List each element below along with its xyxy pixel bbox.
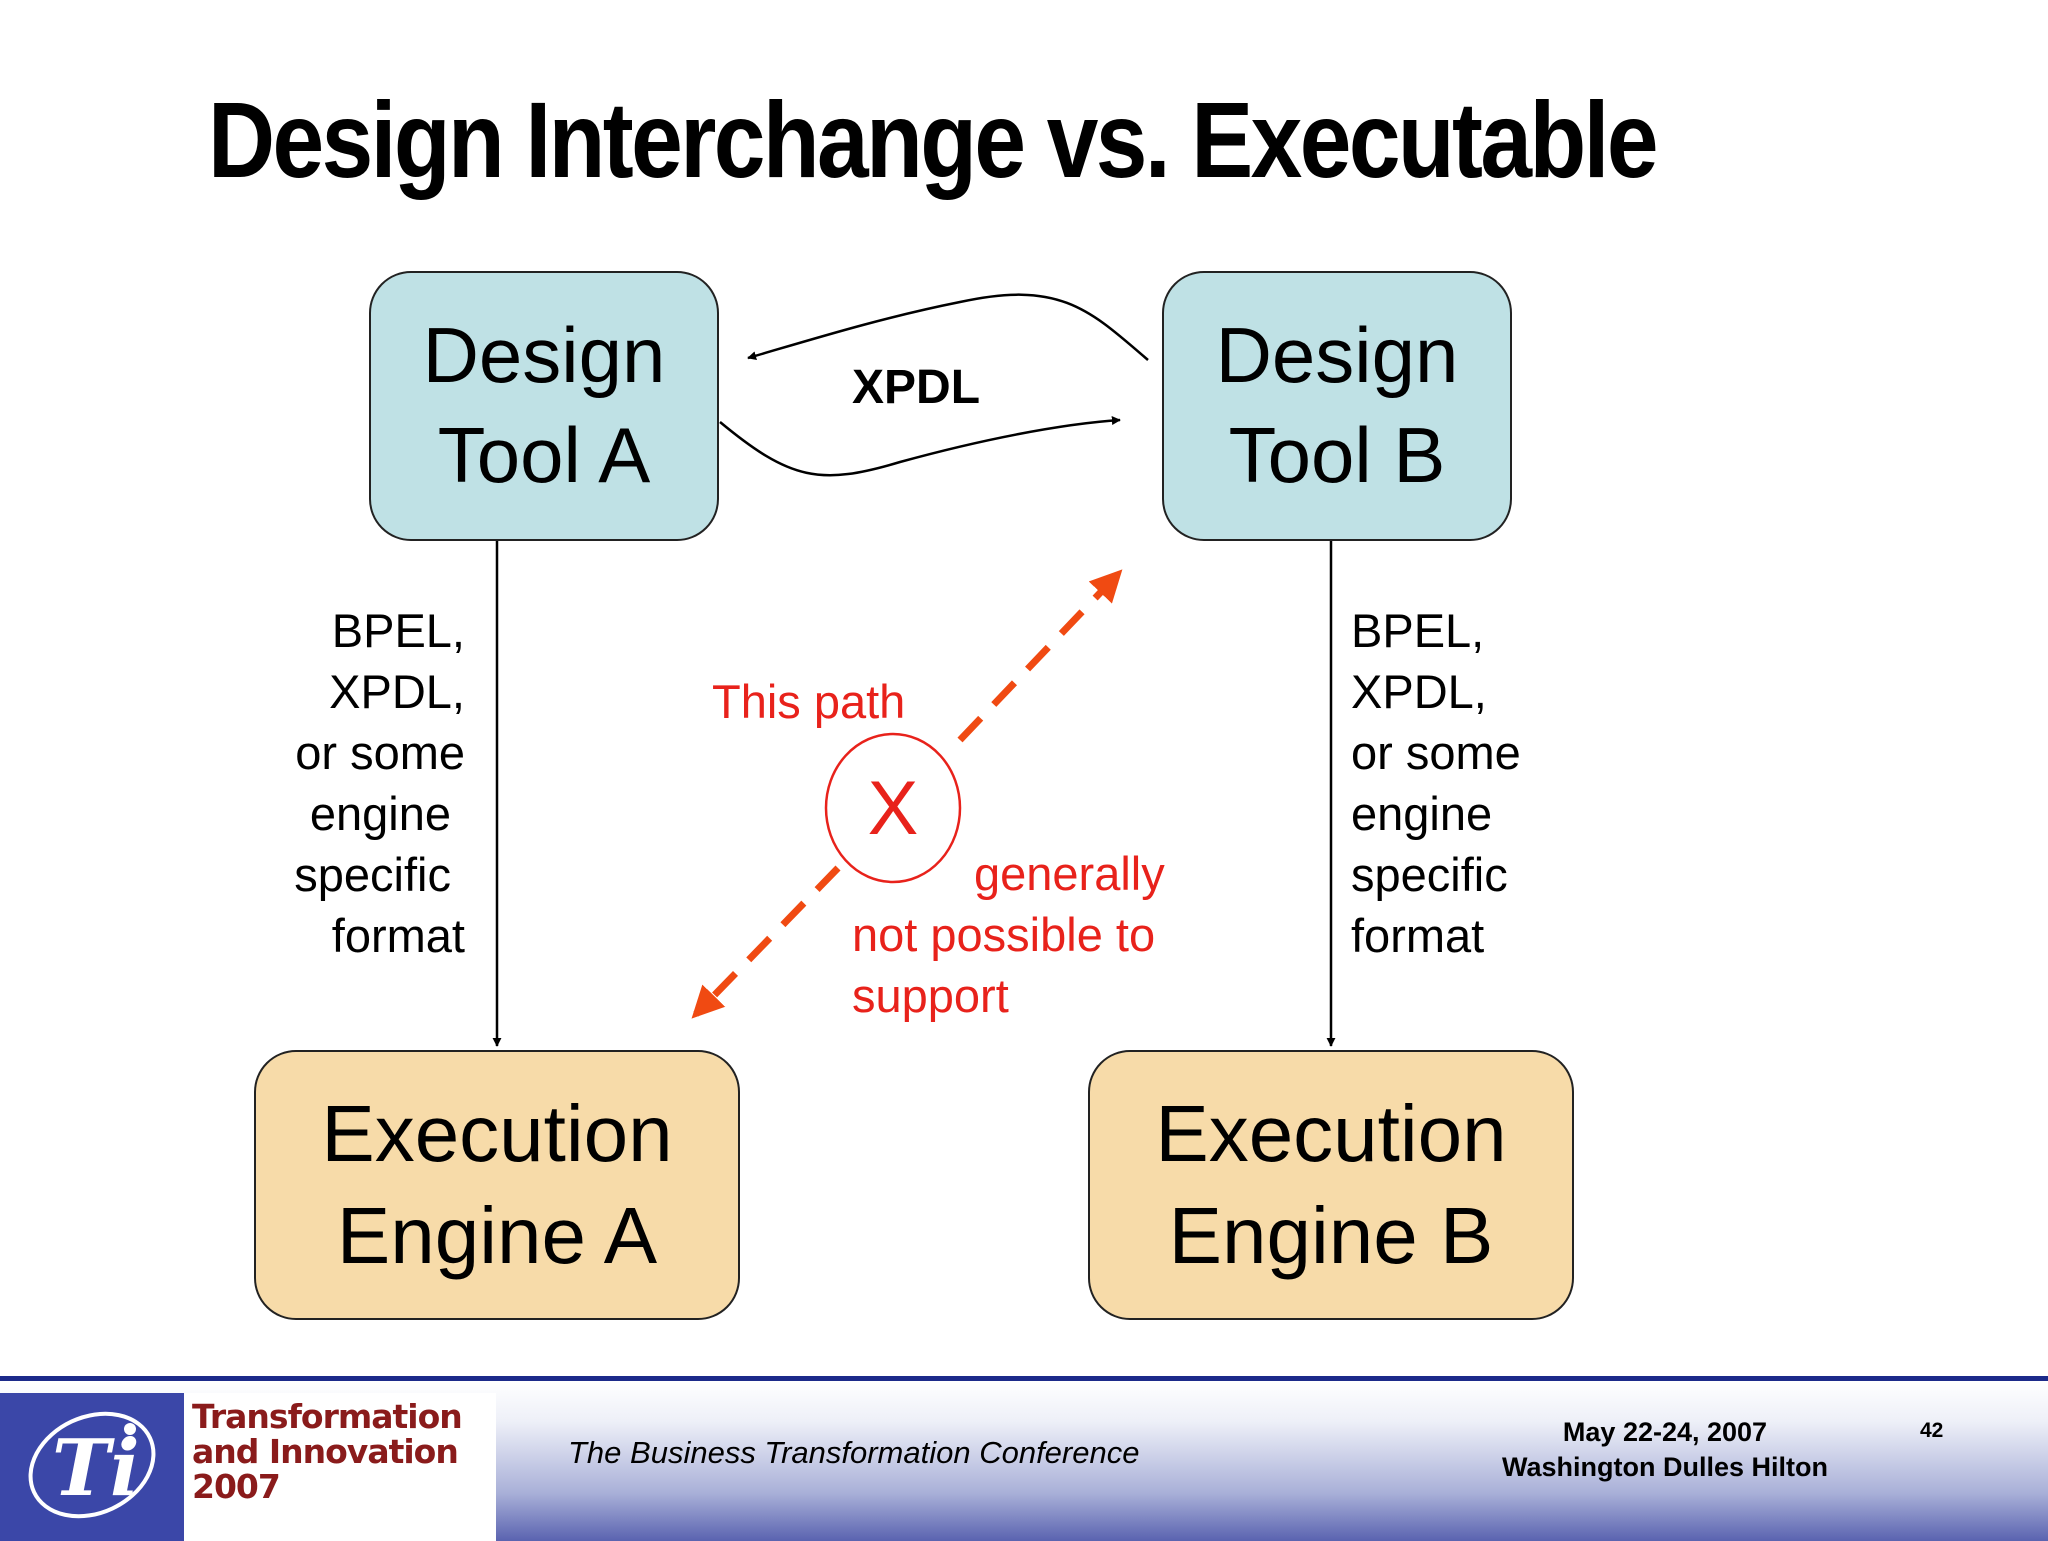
design-tool-b-box: Design Tool B bbox=[1162, 271, 1512, 541]
design-tool-b-line-2: Tool B bbox=[1228, 411, 1446, 499]
format-label-b-line: BPEL, bbox=[1351, 604, 1485, 657]
execution-engine-a-line-1: Execution bbox=[321, 1088, 673, 1178]
conference-logo-text: Transformation and Innovation 2007 bbox=[184, 1393, 496, 1541]
event-venue: Washington Dulles Hilton bbox=[1502, 1452, 1828, 1482]
format-label-b-line: engine bbox=[1351, 787, 1493, 840]
logo-line: and Innovation bbox=[192, 1432, 459, 1471]
logo-line: 2007 bbox=[192, 1467, 281, 1506]
blocked-path-caption-bottom: generally not possible to support bbox=[852, 843, 1165, 1026]
execution-engine-a-box: Execution Engine A bbox=[254, 1050, 740, 1320]
execution-engine-a-line-2: Engine A bbox=[336, 1191, 658, 1280]
blocked-path-caption-line: support bbox=[852, 969, 1009, 1022]
execution-engine-b-box: Execution Engine B bbox=[1088, 1050, 1574, 1320]
execution-engine-b-line-1: Execution bbox=[1155, 1088, 1507, 1178]
interchange-label: XPDL bbox=[852, 361, 981, 414]
format-label-b: BPEL, XPDL, or some engine specific form… bbox=[1351, 600, 1521, 966]
blocked-path-caption-top: This path bbox=[712, 675, 906, 728]
format-label-a-line: format bbox=[331, 909, 465, 962]
format-label-a-line: specific bbox=[294, 848, 451, 901]
blocked-path-circle bbox=[824, 732, 962, 884]
svg-text:Ti: Ti bbox=[52, 1423, 140, 1514]
xpdl-arrow-b-to-a bbox=[747, 293, 1149, 361]
blocked-path-caption-line: not possible to bbox=[852, 908, 1156, 961]
conference-logo-emblem: Ti bbox=[0, 1393, 184, 1541]
design-tool-b-line-1: Design bbox=[1215, 311, 1459, 400]
format-label-a-line: engine bbox=[309, 787, 451, 840]
format-label-a: BPEL, XPDL, or some engine specific form… bbox=[294, 600, 465, 966]
event-dates: May 22-24, 2007 bbox=[1562, 1417, 1768, 1447]
blocked-path-lower-segment bbox=[691, 865, 841, 1019]
design-tool-a-box: Design Tool A bbox=[369, 271, 719, 541]
slide-footer: Ti Transformation and Innovation 2007 Th… bbox=[0, 1376, 2048, 1541]
logo-line: Transformation bbox=[192, 1397, 463, 1436]
format-label-a-line: XPDL, bbox=[329, 665, 465, 718]
blocked-x-mark: X bbox=[867, 765, 919, 851]
blocked-path-caption-line: generally bbox=[974, 847, 1165, 900]
conference-tagline: The Business Transformation Conference bbox=[568, 1435, 1140, 1470]
format-label-b-line: format bbox=[1351, 909, 1485, 962]
format-label-a-line: or some bbox=[295, 726, 465, 779]
event-info: May 22-24, 2007 Washington Dulles Hilton bbox=[1502, 1415, 1828, 1485]
blocked-path-upper-segment bbox=[957, 569, 1123, 743]
xpdl-arrow-a-to-b bbox=[719, 416, 1121, 477]
ti-logo-icon: Ti bbox=[28, 1411, 156, 1519]
slide-title: Design Interchange vs. Executable bbox=[208, 79, 1659, 200]
format-label-a-line: BPEL, bbox=[331, 604, 465, 657]
design-tool-a-line-1: Design bbox=[422, 311, 666, 400]
format-label-b-line: specific bbox=[1351, 848, 1508, 901]
execution-engine-b-line-2: Engine B bbox=[1168, 1191, 1494, 1280]
format-label-b-line: or some bbox=[1351, 726, 1521, 779]
design-tool-a-line-2: Tool A bbox=[437, 411, 651, 499]
format-label-b-line: XPDL, bbox=[1351, 665, 1487, 718]
slide-number: 42 bbox=[1920, 1419, 1944, 1442]
